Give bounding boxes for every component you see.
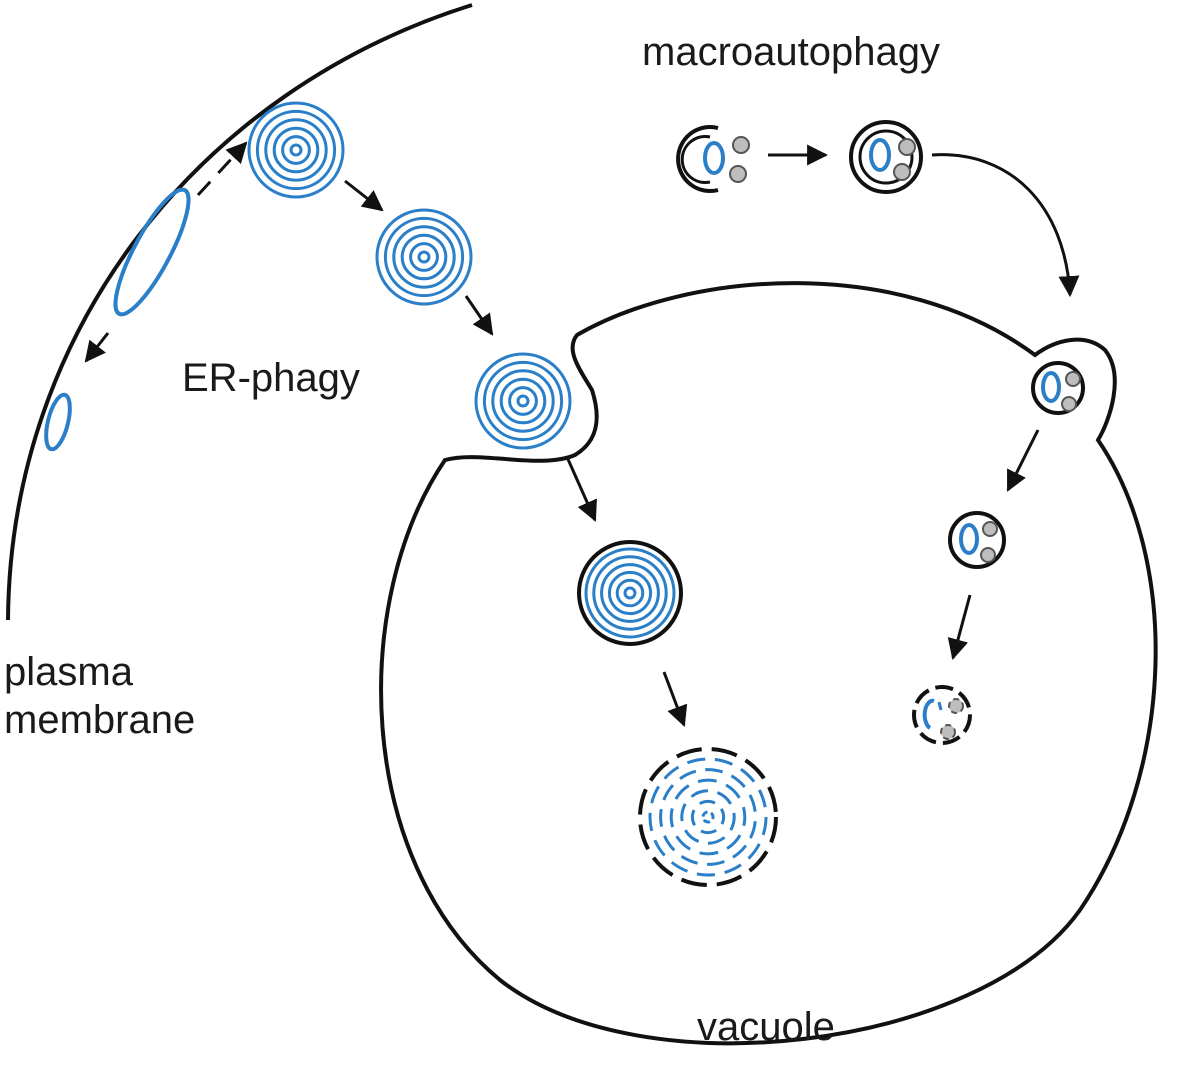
er-ring (281, 135, 311, 165)
er-tubule-small (44, 392, 72, 452)
er-tubule-large (113, 187, 191, 317)
er-ring (584, 547, 676, 639)
er-ring (482, 360, 564, 442)
er-ring (289, 143, 303, 157)
er-ring (474, 352, 572, 450)
macroautophagy-label: macroautophagy (642, 30, 940, 74)
er-ring (499, 377, 547, 425)
er-ring (615, 578, 645, 608)
er-ring (409, 242, 439, 272)
arrow-to-autophagic-body (1006, 429, 1040, 492)
er-ring (247, 101, 345, 199)
er-ring (701, 810, 715, 824)
er-ring (648, 757, 768, 877)
er-ring (669, 778, 747, 856)
er-ring (508, 386, 538, 416)
er-ring (400, 233, 448, 281)
autophagic-body (948, 511, 1006, 569)
er-whorl-3 (474, 352, 572, 450)
plasma-membrane-label-line1: plasma (4, 650, 133, 694)
er-whorl-in-vacuole (577, 540, 683, 646)
er-ring (690, 799, 726, 835)
er-phagy-label: ER-phagy (182, 356, 360, 400)
degrading-er-whorl (638, 747, 778, 887)
er-ring (623, 586, 637, 600)
er-ring (592, 555, 668, 631)
arrow-to-degrading-body (947, 594, 972, 661)
arrow-autophagosome-to-vacuole (931, 153, 1080, 298)
er-ring (516, 394, 530, 408)
er-ring (607, 570, 653, 616)
er-ring (417, 250, 431, 264)
vacuole-label: vacuole (697, 1005, 835, 1049)
er-ring (272, 126, 320, 174)
vacuole-membrane (379, 281, 1158, 1046)
er-ring (255, 109, 337, 191)
fusing-autophagosome (1031, 361, 1085, 415)
er-ring (659, 768, 757, 866)
er-phagy-arrows (84, 141, 688, 727)
degrading-autophagic-body (912, 685, 972, 745)
er-whorl-1 (247, 101, 345, 199)
plasma-membrane-label-line2: membrane (4, 698, 196, 742)
er-ring (600, 563, 660, 623)
er-ring (392, 225, 456, 289)
er-ring (264, 118, 328, 182)
er-ring (375, 208, 473, 306)
er-ring (383, 216, 465, 298)
er-whorl-2 (375, 208, 473, 306)
phagophore (676, 125, 750, 193)
autophagosome (849, 120, 923, 194)
er-ring (491, 369, 555, 433)
plasma-membrane (6, 3, 473, 621)
er-ring (680, 789, 736, 845)
